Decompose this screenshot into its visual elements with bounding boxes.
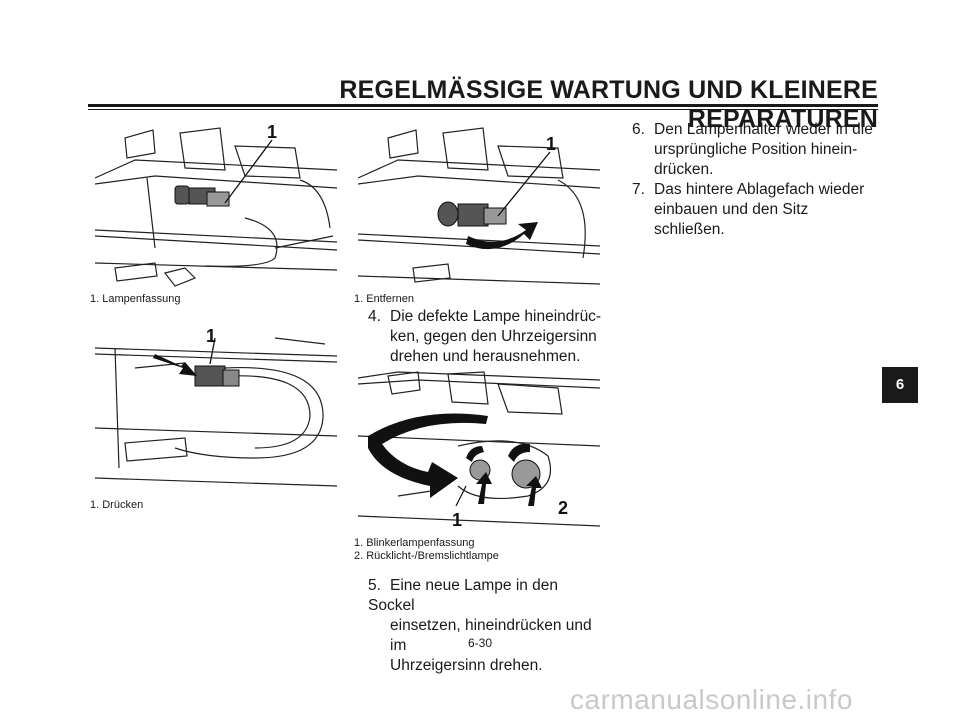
step-line: Uhrzeigersinn drehen. — [390, 657, 543, 674]
step-number: 5. — [368, 577, 381, 594]
step-line: ken, gegen den Uhrzeigersinn — [390, 328, 597, 345]
step-line: Den Lampenhalter wieder in die — [654, 121, 873, 138]
step-line: Die defekte Lampe hineindrüc- — [390, 308, 602, 325]
step-line: drücken. — [654, 161, 714, 178]
step-number: 7. — [632, 181, 645, 198]
callout-label: 1 — [452, 510, 462, 530]
callout-label: 1 — [206, 326, 216, 346]
step-4: 4. Die defekte Lampe hineindrüc- ken, geg… — [368, 307, 608, 367]
callout-label: 1 — [267, 122, 277, 142]
step-6: 6. Den Lampenhalter wieder in die ursprün… — [632, 120, 882, 180]
figure-remove-socket: 1 — [358, 118, 600, 290]
step-line: einbauen und den Sitz schließen. — [654, 201, 809, 238]
figure-caption: 2. Rücklicht-/Bremslichtlampe — [354, 550, 499, 562]
step-line: einsetzen, hineindrücken und im — [390, 617, 592, 654]
figure-push-socket: 1 — [95, 318, 337, 496]
figure-caption: 1. Blinkerlampenfassung — [354, 537, 475, 549]
step-line: drehen und herausnehmen. — [390, 348, 581, 365]
figure-caption: 1. Drücken — [90, 499, 144, 511]
step-5: 5.Eine neue Lampe in den Sockel einsetze… — [368, 576, 608, 676]
step-line: Das hintere Ablagefach wieder — [654, 181, 865, 198]
chapter-tab[interactable]: 6 — [882, 367, 918, 403]
figure-caption: 1. Lampenfassung — [90, 293, 181, 305]
step-number: 6. — [632, 121, 645, 138]
figure-caption: 1. Entfernen — [354, 293, 414, 305]
page-number: 6-30 — [467, 636, 493, 650]
watermark: carmanualsonline.info — [570, 684, 853, 715]
callout-label: 2 — [558, 498, 568, 518]
step-line: Eine neue Lampe in den Sockel — [368, 577, 559, 614]
header-rule — [88, 104, 878, 107]
header-rule-thin — [88, 109, 878, 110]
callout-label: 1 — [546, 134, 556, 154]
figure-bulb-replace: 1 2 — [358, 366, 600, 534]
figure-lamp-socket: 1 — [95, 118, 337, 288]
step-7: 7. Das hintere Ablagefach wieder einbauen… — [632, 180, 882, 240]
step-number: 4. — [368, 308, 381, 325]
step-line: ursprüngliche Position hinein- — [654, 141, 858, 158]
